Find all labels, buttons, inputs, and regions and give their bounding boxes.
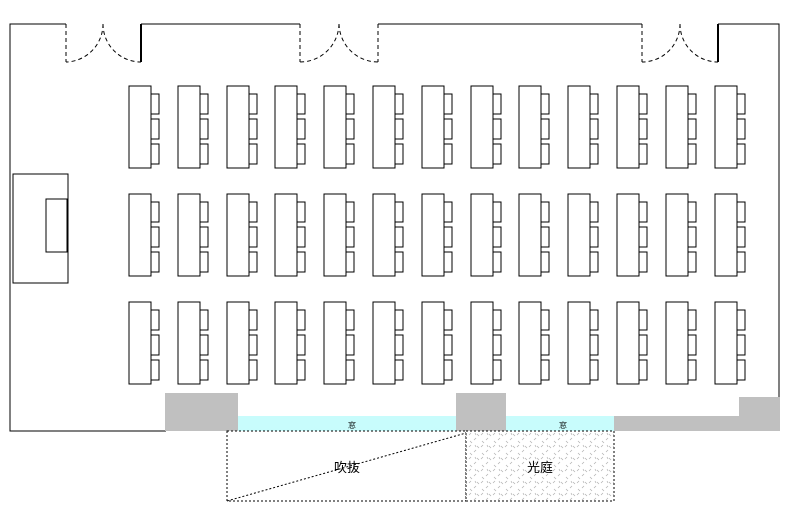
desk-icon bbox=[372, 193, 404, 277]
desk-top bbox=[372, 85, 396, 169]
desk-top bbox=[372, 301, 396, 385]
desk-top bbox=[128, 301, 152, 385]
desk-icon bbox=[421, 85, 453, 169]
desk-top bbox=[616, 85, 640, 169]
desk-icon bbox=[567, 193, 599, 277]
desk-top bbox=[665, 301, 689, 385]
desk-icon bbox=[177, 85, 209, 169]
desk-icon bbox=[518, 301, 550, 385]
desk-top bbox=[714, 301, 738, 385]
desk-top bbox=[714, 193, 738, 277]
desk-top bbox=[567, 85, 591, 169]
desk-icon bbox=[470, 85, 502, 169]
desk-icon bbox=[567, 85, 599, 169]
desk-top bbox=[421, 85, 445, 169]
lectern-icon bbox=[12, 173, 69, 284]
desk-top bbox=[421, 301, 445, 385]
void-label: 吹抜 bbox=[334, 460, 360, 476]
desk-icon bbox=[567, 301, 599, 385]
desk-top bbox=[372, 193, 396, 277]
desk-icon bbox=[226, 85, 258, 169]
desk-top bbox=[518, 85, 542, 169]
desk-icon bbox=[128, 301, 160, 385]
desk-icon bbox=[518, 193, 550, 277]
desk-top bbox=[128, 193, 152, 277]
desk-icon bbox=[177, 193, 209, 277]
desk-top bbox=[274, 85, 298, 169]
desk-icon bbox=[226, 301, 258, 385]
door-center bbox=[299, 23, 379, 63]
pillar bbox=[614, 397, 780, 431]
desk-top bbox=[274, 301, 298, 385]
desk-icon bbox=[274, 193, 306, 277]
desk-icon bbox=[226, 193, 258, 277]
pillar bbox=[456, 393, 506, 431]
desk-icon bbox=[714, 193, 746, 277]
desk-top bbox=[226, 193, 250, 277]
desk-icon bbox=[714, 301, 746, 385]
desk-icon bbox=[372, 85, 404, 169]
desk-icon bbox=[128, 193, 160, 277]
desk-icon bbox=[714, 85, 746, 169]
desk-top bbox=[323, 193, 347, 277]
desk-icon bbox=[421, 301, 453, 385]
void-area: 吹抜 bbox=[226, 430, 467, 502]
desk-icon bbox=[518, 85, 550, 169]
desk-icon bbox=[616, 193, 648, 277]
desk-top bbox=[323, 85, 347, 169]
desk-icon bbox=[128, 85, 160, 169]
desk-icon bbox=[421, 193, 453, 277]
desk-icon bbox=[323, 193, 355, 277]
door-left bbox=[65, 23, 142, 63]
desk-grid bbox=[128, 85, 746, 385]
desk-top bbox=[226, 301, 250, 385]
desk-top bbox=[470, 301, 494, 385]
desk-top bbox=[177, 301, 201, 385]
desk-icon bbox=[470, 301, 502, 385]
desk-top bbox=[177, 85, 201, 169]
desk-icon bbox=[274, 301, 306, 385]
desk-icon bbox=[665, 85, 697, 169]
desk-top bbox=[567, 301, 591, 385]
desk-top bbox=[421, 193, 445, 277]
window-label: 窓 bbox=[559, 420, 567, 430]
desk-icon bbox=[177, 301, 209, 385]
desk-top bbox=[714, 85, 738, 169]
room-walls bbox=[9, 23, 780, 432]
desk-icon bbox=[665, 301, 697, 385]
courtyard-area: 光庭 bbox=[465, 430, 615, 502]
desk-icon bbox=[616, 85, 648, 169]
desk-top bbox=[470, 85, 494, 169]
desk-top bbox=[274, 193, 298, 277]
desk-top bbox=[128, 85, 152, 169]
desk-top bbox=[323, 301, 347, 385]
desk-icon bbox=[323, 301, 355, 385]
desk-icon bbox=[372, 301, 404, 385]
desk-top bbox=[665, 193, 689, 277]
desk-top bbox=[616, 193, 640, 277]
desk-top bbox=[567, 193, 591, 277]
courtyard-label: 光庭 bbox=[527, 460, 553, 476]
desk-icon bbox=[323, 85, 355, 169]
desk-top bbox=[177, 193, 201, 277]
desk-icon bbox=[665, 193, 697, 277]
door-right bbox=[641, 23, 719, 63]
desk-top bbox=[470, 193, 494, 277]
desk-icon bbox=[274, 85, 306, 169]
desk-top bbox=[665, 85, 689, 169]
desk-top bbox=[616, 301, 640, 385]
desk-top bbox=[518, 193, 542, 277]
desk-icon bbox=[616, 301, 648, 385]
desk-icon bbox=[470, 193, 502, 277]
pillar bbox=[165, 393, 238, 431]
window-label: 窓 bbox=[348, 420, 356, 430]
desk-top bbox=[226, 85, 250, 169]
window-right: 窓 bbox=[506, 416, 614, 431]
window-left: 窓 bbox=[238, 416, 456, 431]
desk-top bbox=[518, 301, 542, 385]
